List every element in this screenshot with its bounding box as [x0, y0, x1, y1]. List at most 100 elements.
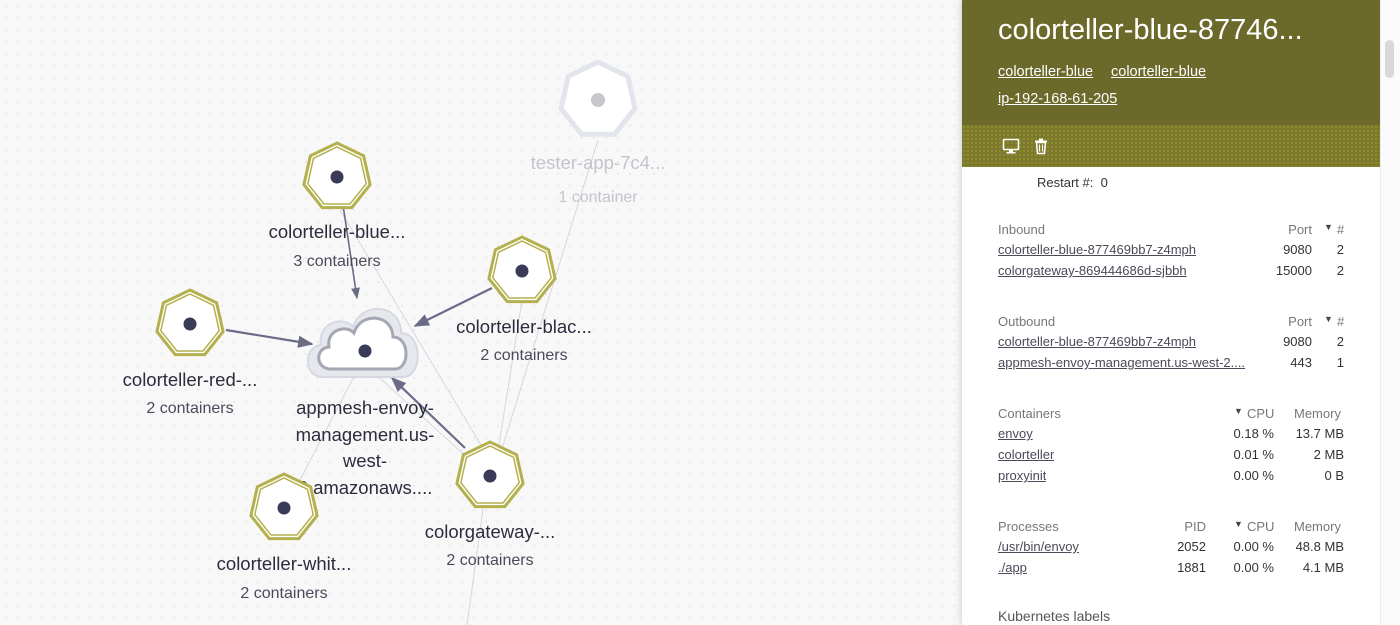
node-sublabel: 2 containers	[446, 552, 534, 569]
count-value: 2	[1336, 334, 1344, 349]
terminal-icon[interactable]	[1002, 137, 1020, 155]
node-sublabel: 2 containers	[240, 585, 328, 602]
count-column-header[interactable]: #	[1337, 222, 1345, 237]
connection-link[interactable]: colorgateway-869444686d-sjbbh	[998, 263, 1187, 278]
cpu-value: 0.00 %	[1233, 560, 1274, 575]
port-value: 9080	[1283, 242, 1312, 257]
cpu-value: 0.00 %	[1233, 539, 1274, 554]
cpu-value: 0.18 %	[1233, 426, 1274, 441]
cpu-column-header[interactable]: CPU	[1247, 406, 1275, 421]
table-row[interactable]: proxyinit 0.00 % 0 B	[998, 468, 1344, 489]
memory-value: 0 B	[1324, 468, 1344, 483]
panel-header: colorteller-blue-87746... colorteller-bl…	[962, 0, 1380, 125]
edge-blue-gateway	[339, 209, 491, 461]
count-column-header[interactable]: #	[1337, 314, 1345, 329]
pid-value: 1881	[1177, 560, 1206, 575]
heptagon-icon	[455, 440, 525, 509]
heptagon-icon	[302, 141, 372, 210]
outbound-table: Outbound Port ▼ # colorteller-blue-87746…	[998, 314, 1344, 376]
memory-value: 2 MB	[1313, 447, 1344, 462]
process-link[interactable]: /usr/bin/envoy	[998, 539, 1079, 554]
cpu-value: 0.00 %	[1233, 468, 1274, 483]
node-sublabel: 1 container	[558, 189, 638, 206]
heptagon-icon	[487, 235, 557, 304]
inbound-heading: Inbound	[998, 222, 1045, 237]
sort-desc-icon[interactable]: ▼	[1324, 222, 1333, 232]
heptagon-icon	[558, 59, 638, 137]
count-value: 1	[1336, 355, 1344, 370]
node-label: colorgateway-...	[424, 521, 556, 542]
pid-value: 2052	[1177, 539, 1206, 554]
outbound-heading: Outbound	[998, 314, 1056, 329]
trash-icon[interactable]	[1032, 137, 1050, 155]
table-row[interactable]: ./app 1881 0.00 % 4.1 MB	[998, 560, 1344, 581]
memory-value: 13.7 MB	[1295, 426, 1344, 441]
memory-column-header[interactable]: Memory	[1294, 406, 1341, 421]
table-row[interactable]: colorteller-blue-877469bb7-z4mph 9080 2	[998, 334, 1344, 355]
header-link-deployment[interactable]: colorteller-blue	[998, 64, 1094, 80]
port-value: 15000	[1275, 263, 1312, 278]
container-link[interactable]: colorteller	[998, 447, 1055, 462]
edge-white-cloud	[299, 364, 361, 481]
connection-link[interactable]: colorteller-blue-877469bb7-z4mph	[998, 334, 1197, 349]
node-sublabel: 3 containers	[293, 253, 381, 270]
node-label: colorteller-blue...	[268, 221, 406, 242]
containers-heading: Containers	[998, 406, 1061, 421]
table-row[interactable]: appmesh-envoy-management.us-west-2.... 4…	[998, 355, 1344, 376]
sort-desc-icon[interactable]: ▼	[1234, 406, 1243, 416]
edge-black-gateway	[494, 299, 523, 471]
topology-graph[interactable]: tester-app-7c4... 1 container colortelle…	[0, 0, 960, 625]
processes-heading: Processes	[998, 519, 1059, 534]
count-value: 2	[1336, 242, 1344, 257]
memory-value: 4.1 MB	[1302, 560, 1344, 575]
cpu-value: 0.01 %	[1233, 447, 1274, 462]
node-label: colorteller-red-...	[122, 369, 258, 390]
node-label: appmesh-envoy-management.us-west-2.amazo…	[295, 397, 435, 498]
sort-desc-icon[interactable]: ▼	[1234, 519, 1243, 529]
table-row[interactable]: envoy 0.18 % 13.7 MB	[998, 426, 1344, 447]
container-link[interactable]: envoy	[998, 426, 1033, 441]
count-value: 2	[1336, 263, 1344, 278]
cloud-icon	[307, 308, 419, 378]
panel-scrollbar[interactable]	[1380, 0, 1400, 625]
panel-toolbar	[962, 125, 1380, 167]
edge-tester-gateway	[499, 139, 599, 456]
header-link-host[interactable]: ip-192-168-61-205	[998, 91, 1118, 107]
node-sublabel: 2 containers	[146, 400, 234, 417]
node-label: colorteller-blac...	[456, 316, 592, 337]
restart-count: Restart #: 0	[1037, 175, 1108, 190]
connection-link[interactable]: colorteller-blue-877469bb7-z4mph	[998, 242, 1197, 257]
container-link[interactable]: proxyinit	[998, 468, 1047, 483]
processes-table: Processes PID ▼ CPU Memory /usr/bin/envo…	[998, 519, 1344, 581]
node-sublabel: 2 containers	[480, 347, 568, 364]
inbound-table: Inbound Port ▼ # colorteller-blue-877469…	[998, 222, 1344, 284]
table-row[interactable]: colorteller-blue-877469bb7-z4mph 9080 2	[998, 242, 1344, 263]
restart-label: Restart #:	[1037, 175, 1094, 190]
process-link[interactable]: ./app	[998, 560, 1027, 575]
header-link-replicaset[interactable]: colorteller-blue	[1111, 64, 1207, 80]
port-column-header[interactable]: Port	[1288, 222, 1312, 237]
node-label: colorteller-whit...	[216, 553, 352, 574]
edge-blue-cloud	[342, 204, 360, 300]
containers-table: Containers ▼ CPU Memory envoy 0.18 % 13.…	[998, 406, 1344, 489]
edge-gateway-cloud	[390, 376, 466, 449]
pid-column-header[interactable]: PID	[1184, 519, 1206, 534]
sort-desc-icon[interactable]: ▼	[1324, 314, 1333, 324]
port-value: 443	[1290, 355, 1312, 370]
memory-value: 48.8 MB	[1295, 539, 1344, 554]
scrollbar-thumb[interactable]	[1385, 40, 1394, 78]
table-row[interactable]: colorteller 0.01 % 2 MB	[998, 447, 1344, 468]
memory-column-header[interactable]: Memory	[1294, 519, 1341, 534]
kubernetes-labels-heading: Kubernetes labels	[998, 608, 1111, 624]
table-row[interactable]: /usr/bin/envoy 2052 0.00 % 48.8 MB	[998, 539, 1344, 560]
restart-value: 0	[1100, 175, 1108, 190]
connection-link[interactable]: appmesh-envoy-management.us-west-2....	[998, 355, 1246, 370]
node-details-panel: colorteller-blue-87746... colorteller-bl…	[962, 0, 1380, 625]
port-column-header[interactable]: Port	[1288, 314, 1312, 329]
cpu-column-header[interactable]: CPU	[1247, 519, 1275, 534]
edge-black-cloud	[413, 287, 493, 327]
heptagon-icon	[155, 288, 225, 357]
table-row[interactable]: colorgateway-869444686d-sjbbh 15000 2	[998, 263, 1344, 284]
port-value: 9080	[1283, 334, 1312, 349]
heptagon-icon	[249, 472, 319, 541]
